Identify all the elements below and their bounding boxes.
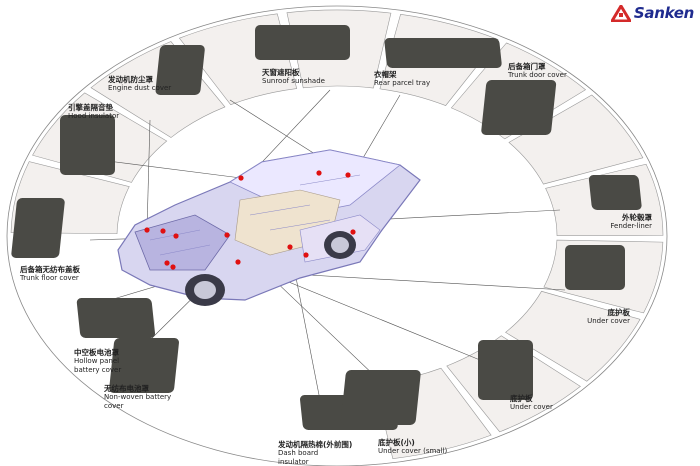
part-thumbnail [11,198,65,258]
part-thumbnail [340,370,421,425]
marker-dot [345,172,351,178]
marker-dot [164,260,170,266]
leader-line [99,159,242,179]
part-name-cn: 发动机防尘罩 [108,75,153,84]
part-thumbnail [76,298,156,338]
marker-dot [316,170,322,176]
marker-dot [224,232,230,238]
part-name-cn: 天窗遮阳板 [262,68,300,77]
marker-dot [238,175,244,181]
part-label: 发动机隔热棉(外前围)Dash board insulator [278,440,352,466]
part-name-en: Dash board insulator [278,449,319,466]
car-cutaway-illustration [117,149,421,306]
marker-dot [287,244,293,250]
part-name-en: Under cover [510,403,553,411]
part-name-en: Under cover [587,317,630,325]
logo-triangle-icon [610,4,631,22]
marker-dot [350,229,356,235]
part-thumbnail [384,38,502,68]
part-name-en: Trunk floor cover [20,274,79,282]
part-thumbnail [481,80,557,135]
part-name-cn: 衣帽架 [374,70,397,79]
part-name-en: Fender-liner [610,222,652,230]
part-name-en: Sunroof sunshade [262,77,325,85]
part-name-cn: 底护板 [607,308,631,317]
marker-dot [160,228,166,234]
part-name-en: Trunk door cover [508,71,567,79]
leader-line [146,119,151,231]
part-name-en: Hollow panel battery cover [74,357,122,374]
part-thumbnail [109,338,179,393]
part-name-en: Under cover (small) [378,447,448,455]
marker-dot [170,264,176,270]
segment-panel [505,290,641,382]
part-name-en: Non-woven battery cover [104,393,172,410]
part-thumbnail [588,175,642,210]
part-name-cn: 后备箱无纺布盖板 [20,265,80,274]
segment-panel [508,94,644,185]
part-name-en: Engine dust cover [108,84,172,92]
part-name-cn: 引擎盖隔音垫 [68,103,113,112]
part-thumbnail [565,245,625,290]
marker-dot [144,227,150,233]
part-thumbnail [155,45,205,95]
part-name-cn: 中空板电池罩 [74,348,119,357]
part-thumbnail [60,115,115,175]
marker-dot [173,233,179,239]
marker-dot [235,259,241,265]
part-name-cn: 底护板(小) [378,438,415,447]
part-name-cn: 底护板 [510,394,533,403]
part-name-cn: 外轮毂罩 [622,213,652,222]
outer-ring [6,5,668,466]
part-name-cn: 无纺布电池罩 [104,384,149,393]
part-name-en: Hood insulator [68,112,120,120]
marker-dot [303,252,309,258]
logo-text: Sanken [633,4,694,22]
part-name-cn: 发动机隔热棉(外前围) [278,440,353,449]
part-name-en: Rear parcel tray [374,79,431,87]
part-thumbnail [478,340,533,400]
part-thumbnails [11,25,642,430]
marker-dots [144,170,356,270]
sanken-logo: Sanken [610,4,694,22]
part-name-cn: 后备箱门罩 [508,62,546,71]
part-label: 底护板(小)Under cover (small) [378,438,447,456]
part-thumbnail [255,25,350,60]
